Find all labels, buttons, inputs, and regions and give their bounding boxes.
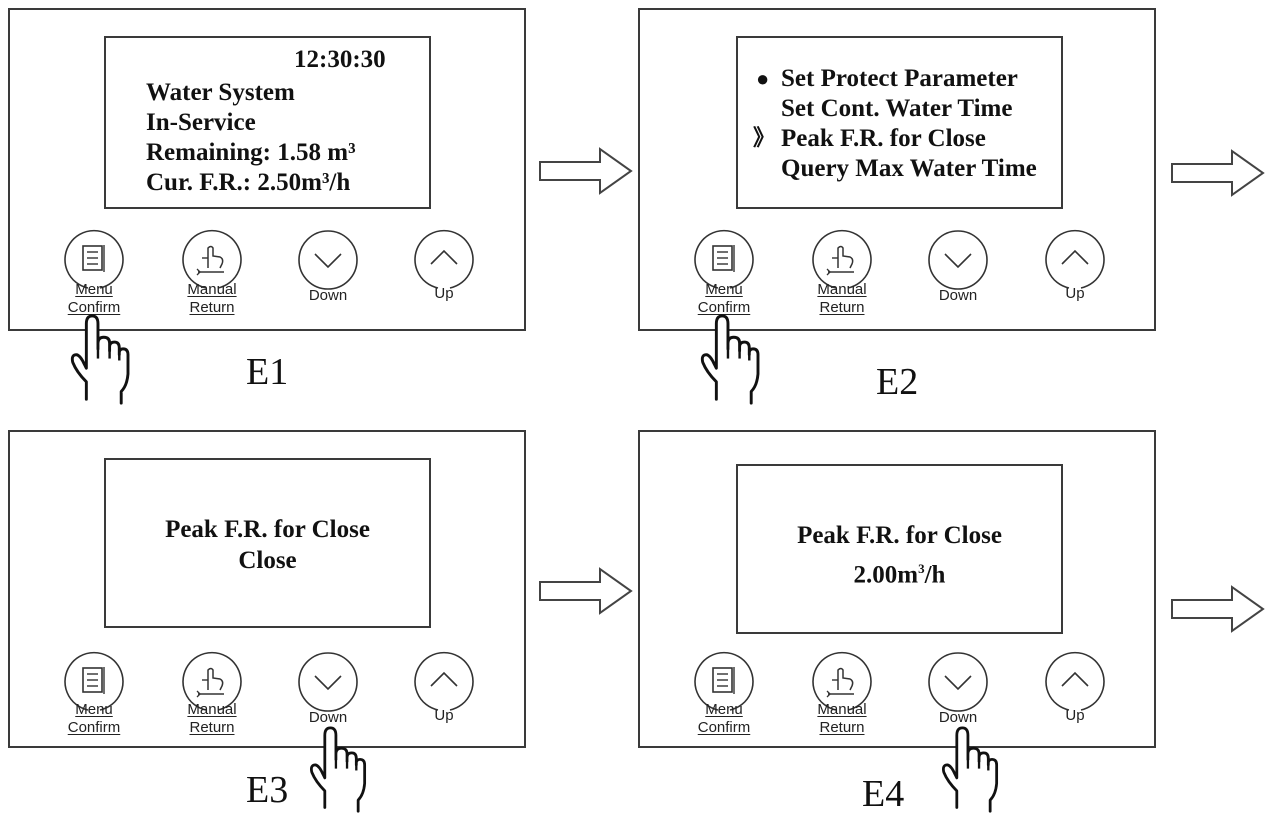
chevron-up-icon xyxy=(1043,228,1107,292)
menu-bullet-icon: ● xyxy=(756,66,770,91)
menu-pointer-icon: 》 xyxy=(753,125,776,150)
down-label: Down xyxy=(938,709,978,726)
manual-label: Manual xyxy=(187,281,237,298)
manual-return-button[interactable]: Manual Return xyxy=(810,650,874,740)
down-button[interactable]: Down xyxy=(926,228,990,318)
menu-confirm-button[interactable]: Menu Confirm xyxy=(62,228,126,318)
e4-value-superscript: 3 xyxy=(918,561,925,576)
e4-value-number: 2.00m xyxy=(853,561,919,589)
return-label: Return xyxy=(189,299,235,316)
right-arrow-icon xyxy=(1170,584,1266,634)
menu-label: Menu xyxy=(75,281,113,298)
remaining-volume: Remaining: 1.58 m³ xyxy=(146,139,356,166)
display-e3: Peak F.R. for Close Close xyxy=(104,458,431,628)
menu-item-protect[interactable]: Set Protect Parameter xyxy=(781,65,1018,92)
confirm-label: Confirm xyxy=(67,299,121,316)
right-arrow-icon xyxy=(1170,148,1266,198)
menu-label: Menu xyxy=(705,701,743,718)
confirm-label: Confirm xyxy=(697,299,751,316)
return-label: Return xyxy=(819,719,865,736)
menu-confirm-button[interactable]: Menu Confirm xyxy=(692,650,756,740)
chevron-down-icon xyxy=(926,228,990,292)
pointing-hand-icon xyxy=(302,726,368,814)
right-arrow-icon xyxy=(538,566,634,616)
manual-return-button[interactable]: Manual Return xyxy=(180,650,244,740)
menu-item-query-max[interactable]: Query Max Water Time xyxy=(781,155,1037,182)
current-flow-rate: Cur. F.R.: 2.50m³/h xyxy=(146,169,351,196)
confirm-label: Confirm xyxy=(697,719,751,736)
chevron-down-icon xyxy=(296,650,360,714)
menu-item-peak-fr[interactable]: Peak F.R. for Close xyxy=(781,125,986,152)
caption-e4: E4 xyxy=(862,773,905,815)
manual-label: Manual xyxy=(817,701,867,718)
down-label: Down xyxy=(308,709,348,726)
menu-label: Menu xyxy=(75,701,113,718)
down-button[interactable]: Down xyxy=(296,650,360,740)
clock-time: 12:30:30 xyxy=(294,46,386,73)
chevron-down-icon xyxy=(296,228,360,292)
menu-confirm-button[interactable]: Menu Confirm xyxy=(62,650,126,740)
up-label: Up xyxy=(434,707,454,724)
caption-e1: E1 xyxy=(246,351,289,393)
display-e2: ● Set Protect Parameter Set Cont. Water … xyxy=(736,36,1063,209)
caption-e2: E2 xyxy=(876,361,919,403)
manual-label: Manual xyxy=(817,281,867,298)
status-line-2: In-Service xyxy=(146,109,256,136)
e4-value: 2.00m3/h xyxy=(738,555,1061,589)
caption-e3: E3 xyxy=(246,769,289,811)
right-arrow-icon xyxy=(538,146,634,196)
manual-label: Manual xyxy=(187,701,237,718)
down-label: Down xyxy=(938,287,978,304)
menu-confirm-button[interactable]: Menu Confirm xyxy=(692,228,756,318)
up-button[interactable]: Up xyxy=(412,650,476,740)
chevron-down-icon xyxy=(926,650,990,714)
pointing-hand-icon xyxy=(934,726,1000,814)
down-label: Down xyxy=(308,287,348,304)
return-label: Return xyxy=(819,299,865,316)
down-button[interactable]: Down xyxy=(926,650,990,740)
up-button[interactable]: Up xyxy=(412,228,476,318)
up-label: Up xyxy=(1065,285,1085,302)
e3-title: Peak F.R. for Close xyxy=(165,516,370,543)
e3-value: Close xyxy=(238,547,297,574)
return-label: Return xyxy=(189,719,235,736)
chevron-up-icon xyxy=(412,650,476,714)
menu-item-cont-water[interactable]: Set Cont. Water Time xyxy=(781,95,1013,122)
menu-label: Menu xyxy=(705,281,743,298)
chevron-up-icon xyxy=(412,228,476,292)
manual-return-button[interactable]: Manual Return xyxy=(810,228,874,318)
up-button[interactable]: Up xyxy=(1043,650,1107,740)
e4-value-unit: /h xyxy=(924,561,946,589)
up-label: Up xyxy=(434,285,454,302)
chevron-up-icon xyxy=(1043,650,1107,714)
confirm-label: Confirm xyxy=(67,719,121,736)
status-line-1: Water System xyxy=(146,79,295,106)
pointing-hand-icon xyxy=(62,314,132,406)
manual-return-button[interactable]: Manual Return xyxy=(180,228,244,318)
up-button[interactable]: Up xyxy=(1043,228,1107,318)
up-label: Up xyxy=(1065,707,1085,724)
pointing-hand-icon xyxy=(692,314,762,406)
display-e4: Peak F.R. for Close 2.00m3/h xyxy=(736,464,1063,634)
e4-title: Peak F.R. for Close xyxy=(797,522,1002,549)
display-e1: 12:30:30 Water System In-Service Remaini… xyxy=(104,36,431,209)
down-button[interactable]: Down xyxy=(296,228,360,318)
